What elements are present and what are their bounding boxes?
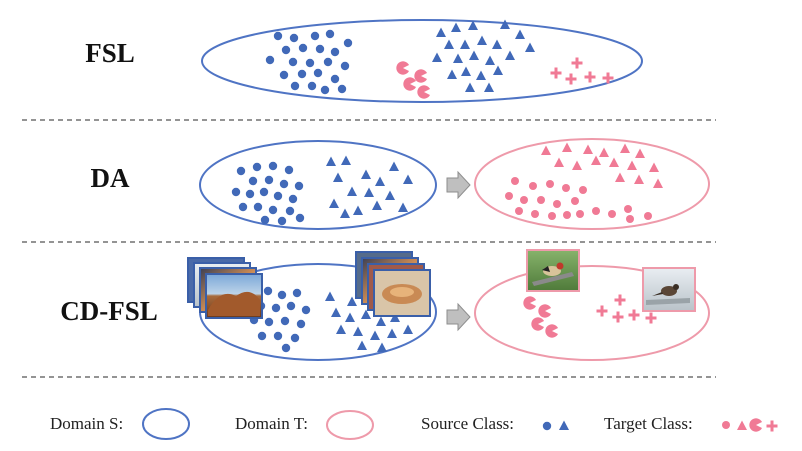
legend-target-class-icons	[722, 418, 778, 432]
cdfsl-arrow-icon	[446, 302, 471, 332]
legend-domain-t-label: Domain T:	[235, 414, 308, 433]
da-arrow-icon	[446, 170, 471, 200]
legend-source-class-icons	[542, 420, 569, 431]
legend-domain-s-icon	[142, 408, 190, 440]
cdfsl-label: CD-FSL	[60, 296, 158, 326]
da-target-circles	[505, 177, 652, 223]
legend-source-class-label: Source Class:	[421, 414, 515, 433]
fsl-domain-ellipse	[201, 19, 643, 103]
da-source-triangles	[326, 155, 413, 218]
da-target-triangles	[541, 142, 663, 188]
source-photo-stack-left	[187, 257, 263, 319]
target-bird-photo-2	[642, 267, 696, 312]
da-label: DA	[90, 163, 130, 193]
da-target-ellipse	[474, 138, 710, 230]
cdfsl-target-ellipse	[474, 265, 710, 361]
fsl-label: FSL	[85, 38, 135, 68]
fsl-source-triangles	[432, 19, 535, 92]
fsl-source-circles	[265, 29, 353, 95]
legend-target-class-label: Target Class:	[604, 414, 693, 433]
da-source-ellipse	[199, 140, 437, 230]
cdfsl-target-pacmen	[523, 296, 558, 338]
fsl-target-pacmen	[396, 61, 430, 99]
fsl-target-crosses	[550, 57, 614, 85]
legend-domain-s-label: Domain S:	[50, 414, 124, 433]
target-bird-photo-1	[526, 249, 580, 292]
da-source-circles	[231, 161, 305, 226]
legend-domain-t-icon	[326, 410, 374, 440]
source-photo-stack-right	[355, 251, 431, 317]
